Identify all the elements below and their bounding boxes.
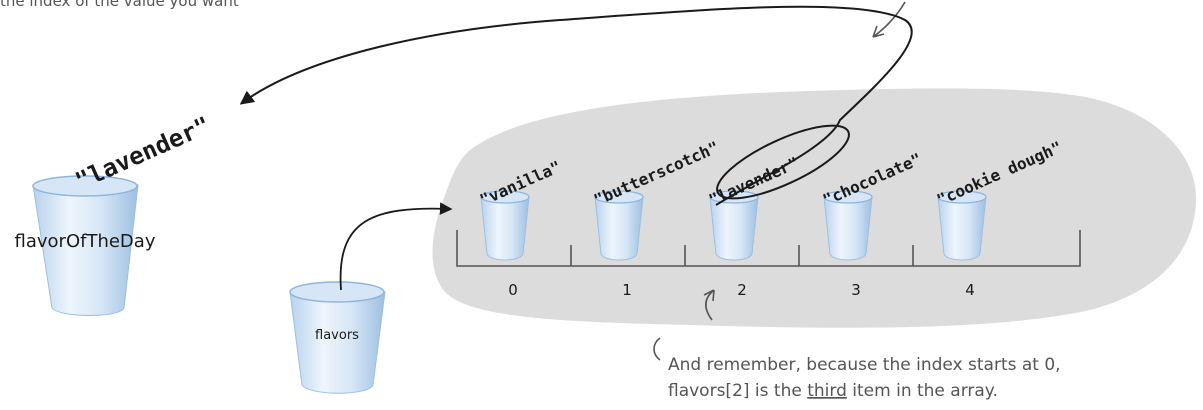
flavor-of-the-day-label: flavorOfTheDay [15,231,156,252]
index-label: 3 [851,281,861,299]
note-line-1: And remember, because the index starts a… [668,355,1061,375]
flavor-of-the-day-cup [32,175,139,316]
note-pointer [703,289,715,321]
array-bracket [456,230,1081,267]
note-line-2-prefix: flavors[2] is the [668,381,807,401]
reference-arrow [339,202,453,291]
index-label: 0 [508,281,518,299]
highlight-circle [716,124,850,200]
index-label: 4 [965,281,975,299]
flavors-label: flavors [315,328,359,343]
flavors-cup [289,281,386,394]
selected-value-label: "lavender" [71,111,214,195]
copy-arrow [239,5,913,206]
index-label: 1 [622,281,632,299]
note-bracket [653,337,661,361]
top-note: the index of the value you want [0,0,239,10]
array-background [432,88,1196,328]
note-line-2-suffix: item in the array. [847,381,998,401]
top-note-pointer [872,1,906,38]
note-line-2-emphasis: third [807,381,847,401]
index-label: 2 [737,281,747,299]
note-line-2: flavors[2] is the third item in the arra… [668,381,998,401]
